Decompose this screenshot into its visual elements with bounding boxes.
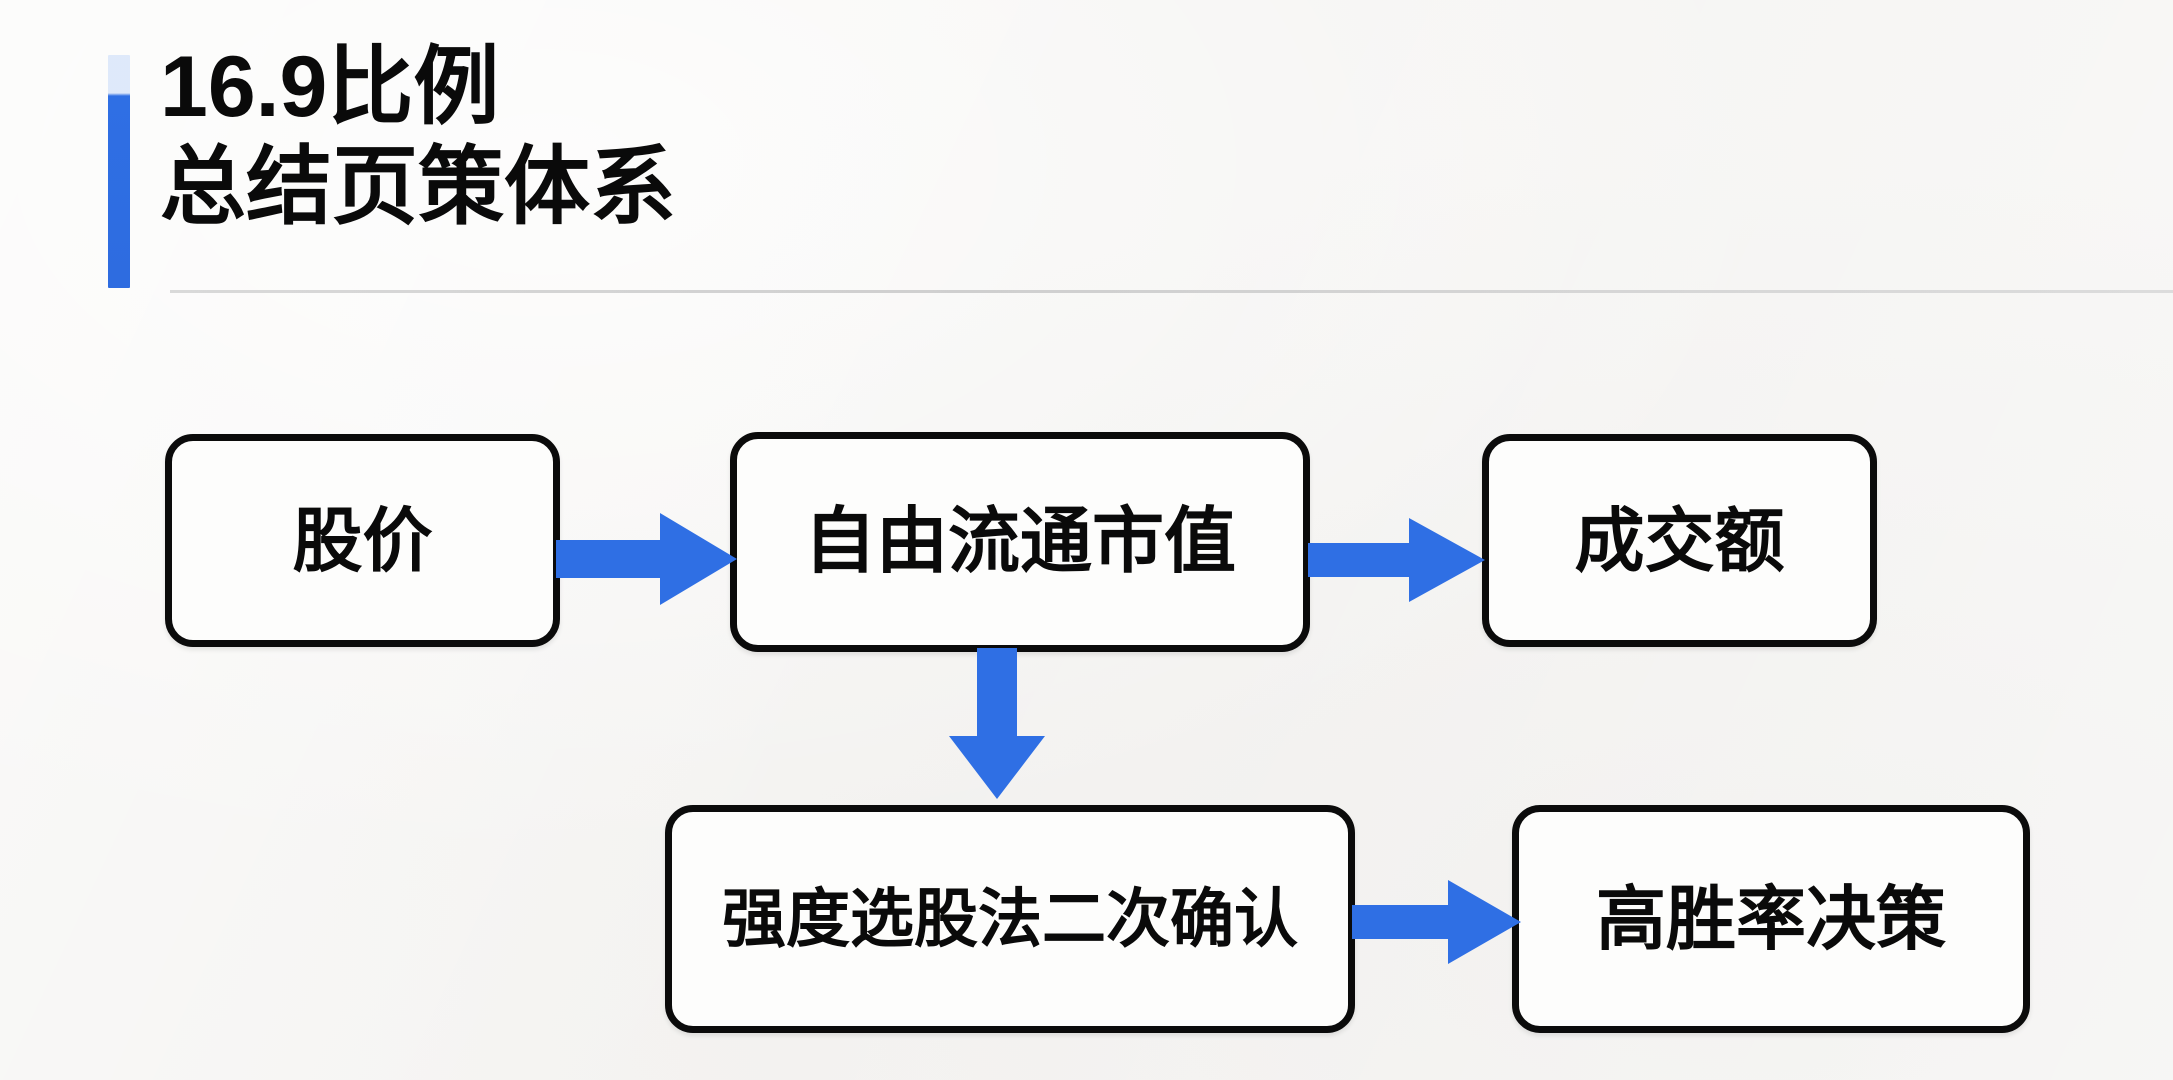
title-divider xyxy=(170,290,2173,293)
flow-node-label: 股价 xyxy=(292,501,433,580)
flow-node-stock-price[interactable]: 股价 xyxy=(165,434,560,647)
arrow-down-icon xyxy=(945,648,1049,800)
flow-node-turnover[interactable]: 成交额 xyxy=(1482,434,1877,647)
flow-node-free-float-cap[interactable]: 自由流通市值 xyxy=(730,432,1310,652)
flow-node-strength-confirm[interactable]: 强度选股法二次确认 xyxy=(665,805,1355,1033)
page-title-line-1: 16.9比例 xyxy=(160,39,500,135)
page-title-line-2: 总结页策体系 xyxy=(160,138,676,235)
flow-node-high-winrate[interactable]: 高胜率决策 xyxy=(1512,805,2030,1033)
arrow-right-icon xyxy=(556,507,738,611)
page-title: 16.9比例 总结页策体系 xyxy=(160,38,1160,238)
arrow-right-icon xyxy=(1352,875,1522,969)
slide-header: 16.9比例 总结页策体系 xyxy=(0,0,2173,300)
flow-node-label: 自由流通市值 xyxy=(803,502,1236,582)
arrow-right-icon xyxy=(1308,513,1486,607)
flow-node-label: 成交额 xyxy=(1574,501,1785,580)
accent-bar xyxy=(108,55,130,288)
flow-node-label: 高胜率决策 xyxy=(1596,880,1946,958)
flow-node-label: 强度选股法二次确认 xyxy=(722,883,1298,955)
